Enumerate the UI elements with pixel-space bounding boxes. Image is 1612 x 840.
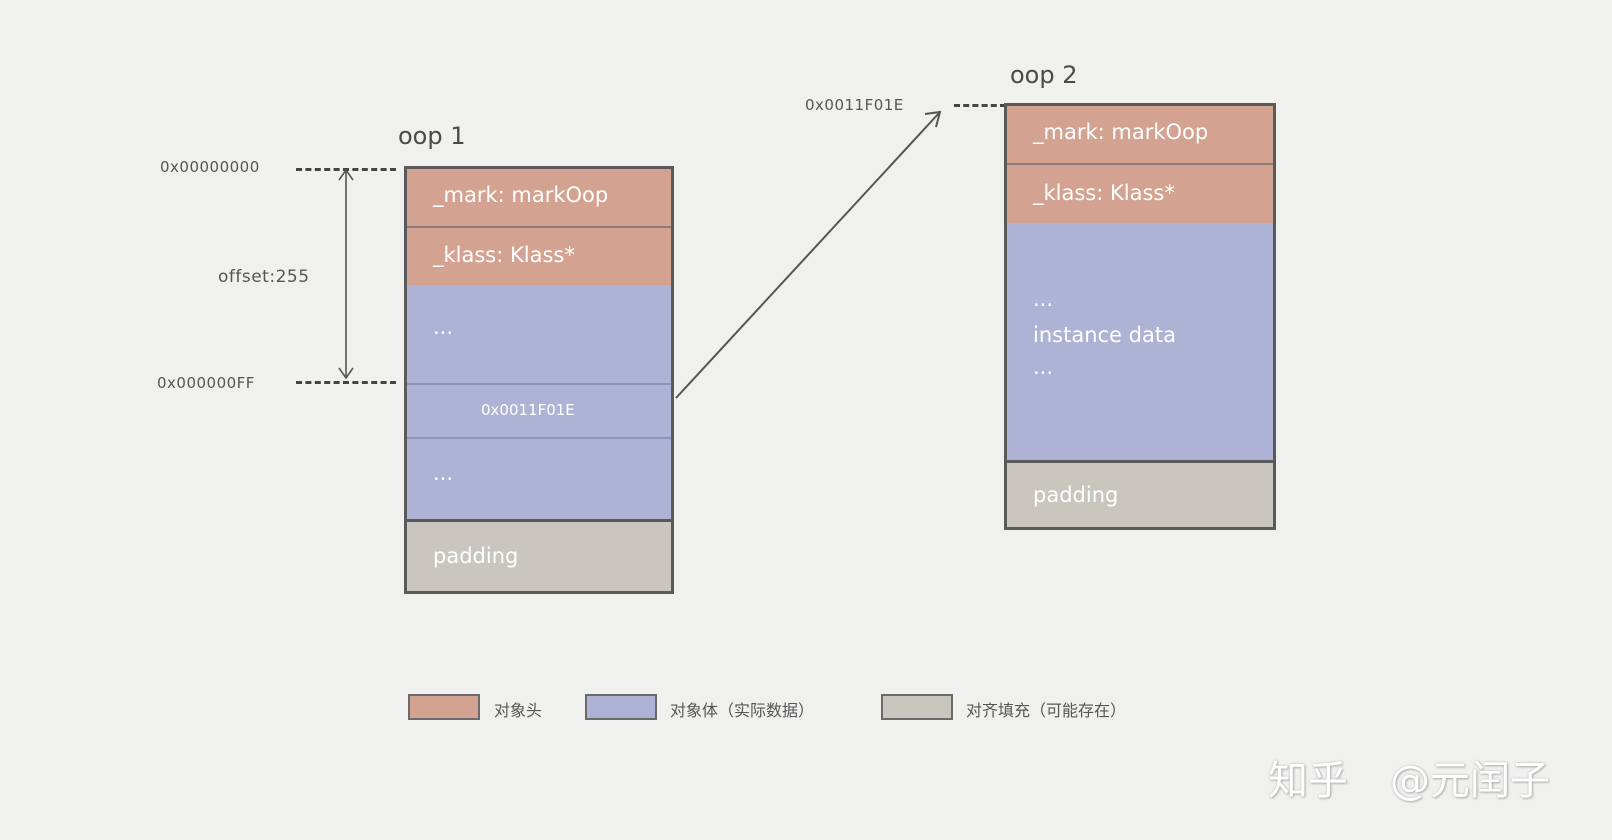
- address-field-label: 0x000000FF: [157, 374, 255, 392]
- oop2-padding-label: padding: [1033, 483, 1119, 507]
- oop1-body-top: ...: [407, 285, 671, 383]
- legend-swatch-padding: [881, 694, 953, 720]
- oop1-title: oop 1: [398, 122, 466, 150]
- oop2-object: _mark: markOop _klass: Klass* ... instan…: [1004, 103, 1276, 530]
- watermark-handle: @元闰子: [1390, 758, 1550, 804]
- oop2-body-top-ellipsis: ...: [1033, 287, 1054, 311]
- oop1-mark-label: _mark: markOop: [433, 183, 609, 207]
- oop1-object: _mark: markOop _klass: Klass* ... 0x0011…: [404, 166, 674, 594]
- oop1-mark-field: _mark: markOop: [407, 169, 671, 226]
- oop1-body-top-ellipsis: ...: [433, 315, 454, 339]
- pointer-arrow: [675, 110, 942, 399]
- oop1-body-bottom: ...: [407, 437, 671, 519]
- oop2-mark-label: _mark: markOop: [1033, 120, 1209, 144]
- oop2-klass-field: _klass: Klass*: [1007, 163, 1273, 223]
- legend-label-body: 对象体（实际数据）: [670, 701, 815, 720]
- watermark-brand: 知乎: [1268, 758, 1348, 804]
- oop2-padding: padding: [1007, 460, 1273, 527]
- oop2-address-label: 0x0011F01E: [805, 96, 904, 114]
- oop1-body-bottom-ellipsis: ...: [433, 461, 454, 485]
- offset-label: offset:255: [218, 267, 310, 287]
- oop1-klass-field: _klass: Klass*: [407, 226, 671, 285]
- address-field-dashline: [296, 381, 396, 384]
- oop1-pointer-value: 0x0011F01E: [481, 401, 575, 419]
- address-start-label: 0x00000000: [160, 158, 260, 176]
- legend-label-header: 对象头: [494, 701, 543, 720]
- oop2-title: oop 2: [1010, 61, 1078, 89]
- legend-label-padding: 对齐填充（可能存在）: [966, 701, 1127, 720]
- oop2-klass-label: _klass: Klass*: [1033, 181, 1175, 205]
- oop1-klass-label: _klass: Klass*: [433, 243, 575, 267]
- oop2-address-dashline: [954, 104, 1006, 107]
- oop1-pointer-field: 0x0011F01E: [407, 383, 671, 437]
- oop2-instance-data-label: instance data: [1033, 323, 1176, 347]
- offset-arrow: [338, 168, 354, 380]
- oop2-body-bottom-ellipsis: ...: [1033, 355, 1054, 379]
- legend-swatch-header: [408, 694, 480, 720]
- oop2-mark-field: _mark: markOop: [1007, 106, 1273, 163]
- oop1-padding-label: padding: [433, 544, 519, 568]
- legend-swatch-body: [585, 694, 657, 720]
- oop2-instance-body: ... instance data ...: [1007, 223, 1273, 460]
- oop1-padding: padding: [407, 519, 671, 591]
